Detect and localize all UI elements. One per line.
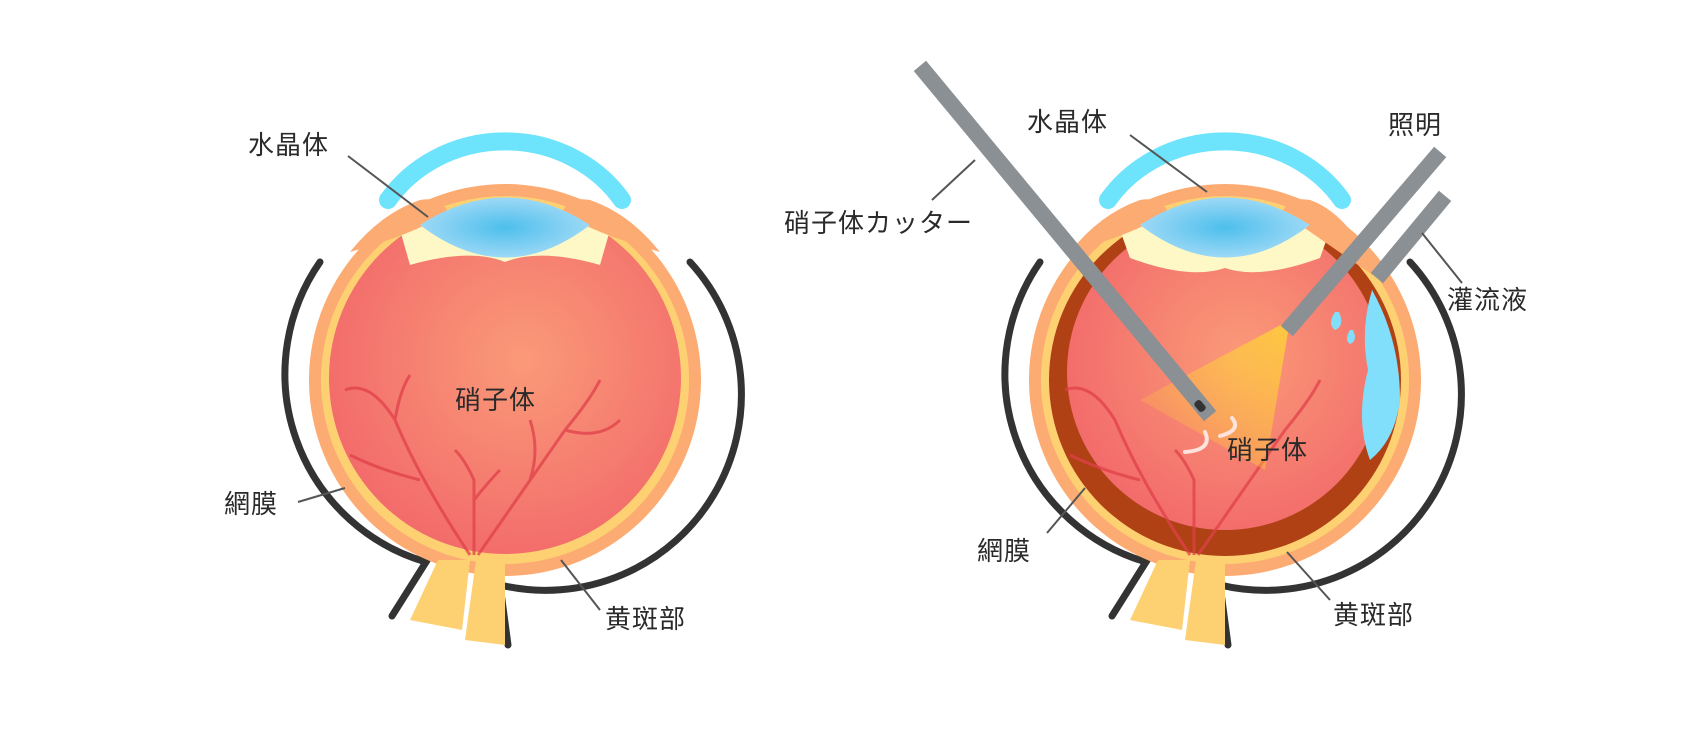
left-eye	[281, 132, 745, 649]
infusion-fluid	[1361, 290, 1400, 460]
label-infusion: 灌流液	[1447, 286, 1529, 316]
retinal-vessels	[1064, 379, 1322, 556]
label-lens-right: 水晶体	[1027, 108, 1109, 138]
label-macula-right: 黄斑部	[1333, 601, 1415, 631]
sclera-outline	[1001, 258, 1152, 620]
label-vitreous-right: 硝子体	[1227, 436, 1309, 466]
label-retina-right: 網膜	[977, 537, 1032, 567]
cornea	[379, 132, 631, 209]
label-illumination: 照明	[1388, 111, 1443, 141]
label-macula-left: 黄斑部	[605, 605, 687, 635]
sclera-outline-right	[1215, 258, 1465, 649]
lens	[420, 197, 590, 258]
infusion-cannula	[1370, 190, 1452, 284]
label-lens-left: 水晶体	[248, 131, 330, 161]
light-cone	[1140, 320, 1290, 470]
optic-nerve	[410, 560, 470, 630]
light-pipe	[1280, 146, 1447, 337]
vitreous-cutter	[913, 60, 1217, 422]
sclera-outline-right	[495, 258, 745, 649]
label-retina-left: 網膜	[224, 490, 279, 520]
leader-lines	[297, 134, 1463, 611]
label-vitreous-cutter: 硝子体カッター	[784, 209, 974, 239]
label-vitreous-left: 硝子体	[455, 386, 537, 416]
lens	[1140, 197, 1310, 258]
optic-nerve	[1130, 560, 1190, 630]
retinal-vessels	[344, 374, 622, 556]
sclera-outline	[281, 258, 432, 620]
right-eye	[913, 60, 1465, 649]
cornea	[1099, 132, 1351, 209]
